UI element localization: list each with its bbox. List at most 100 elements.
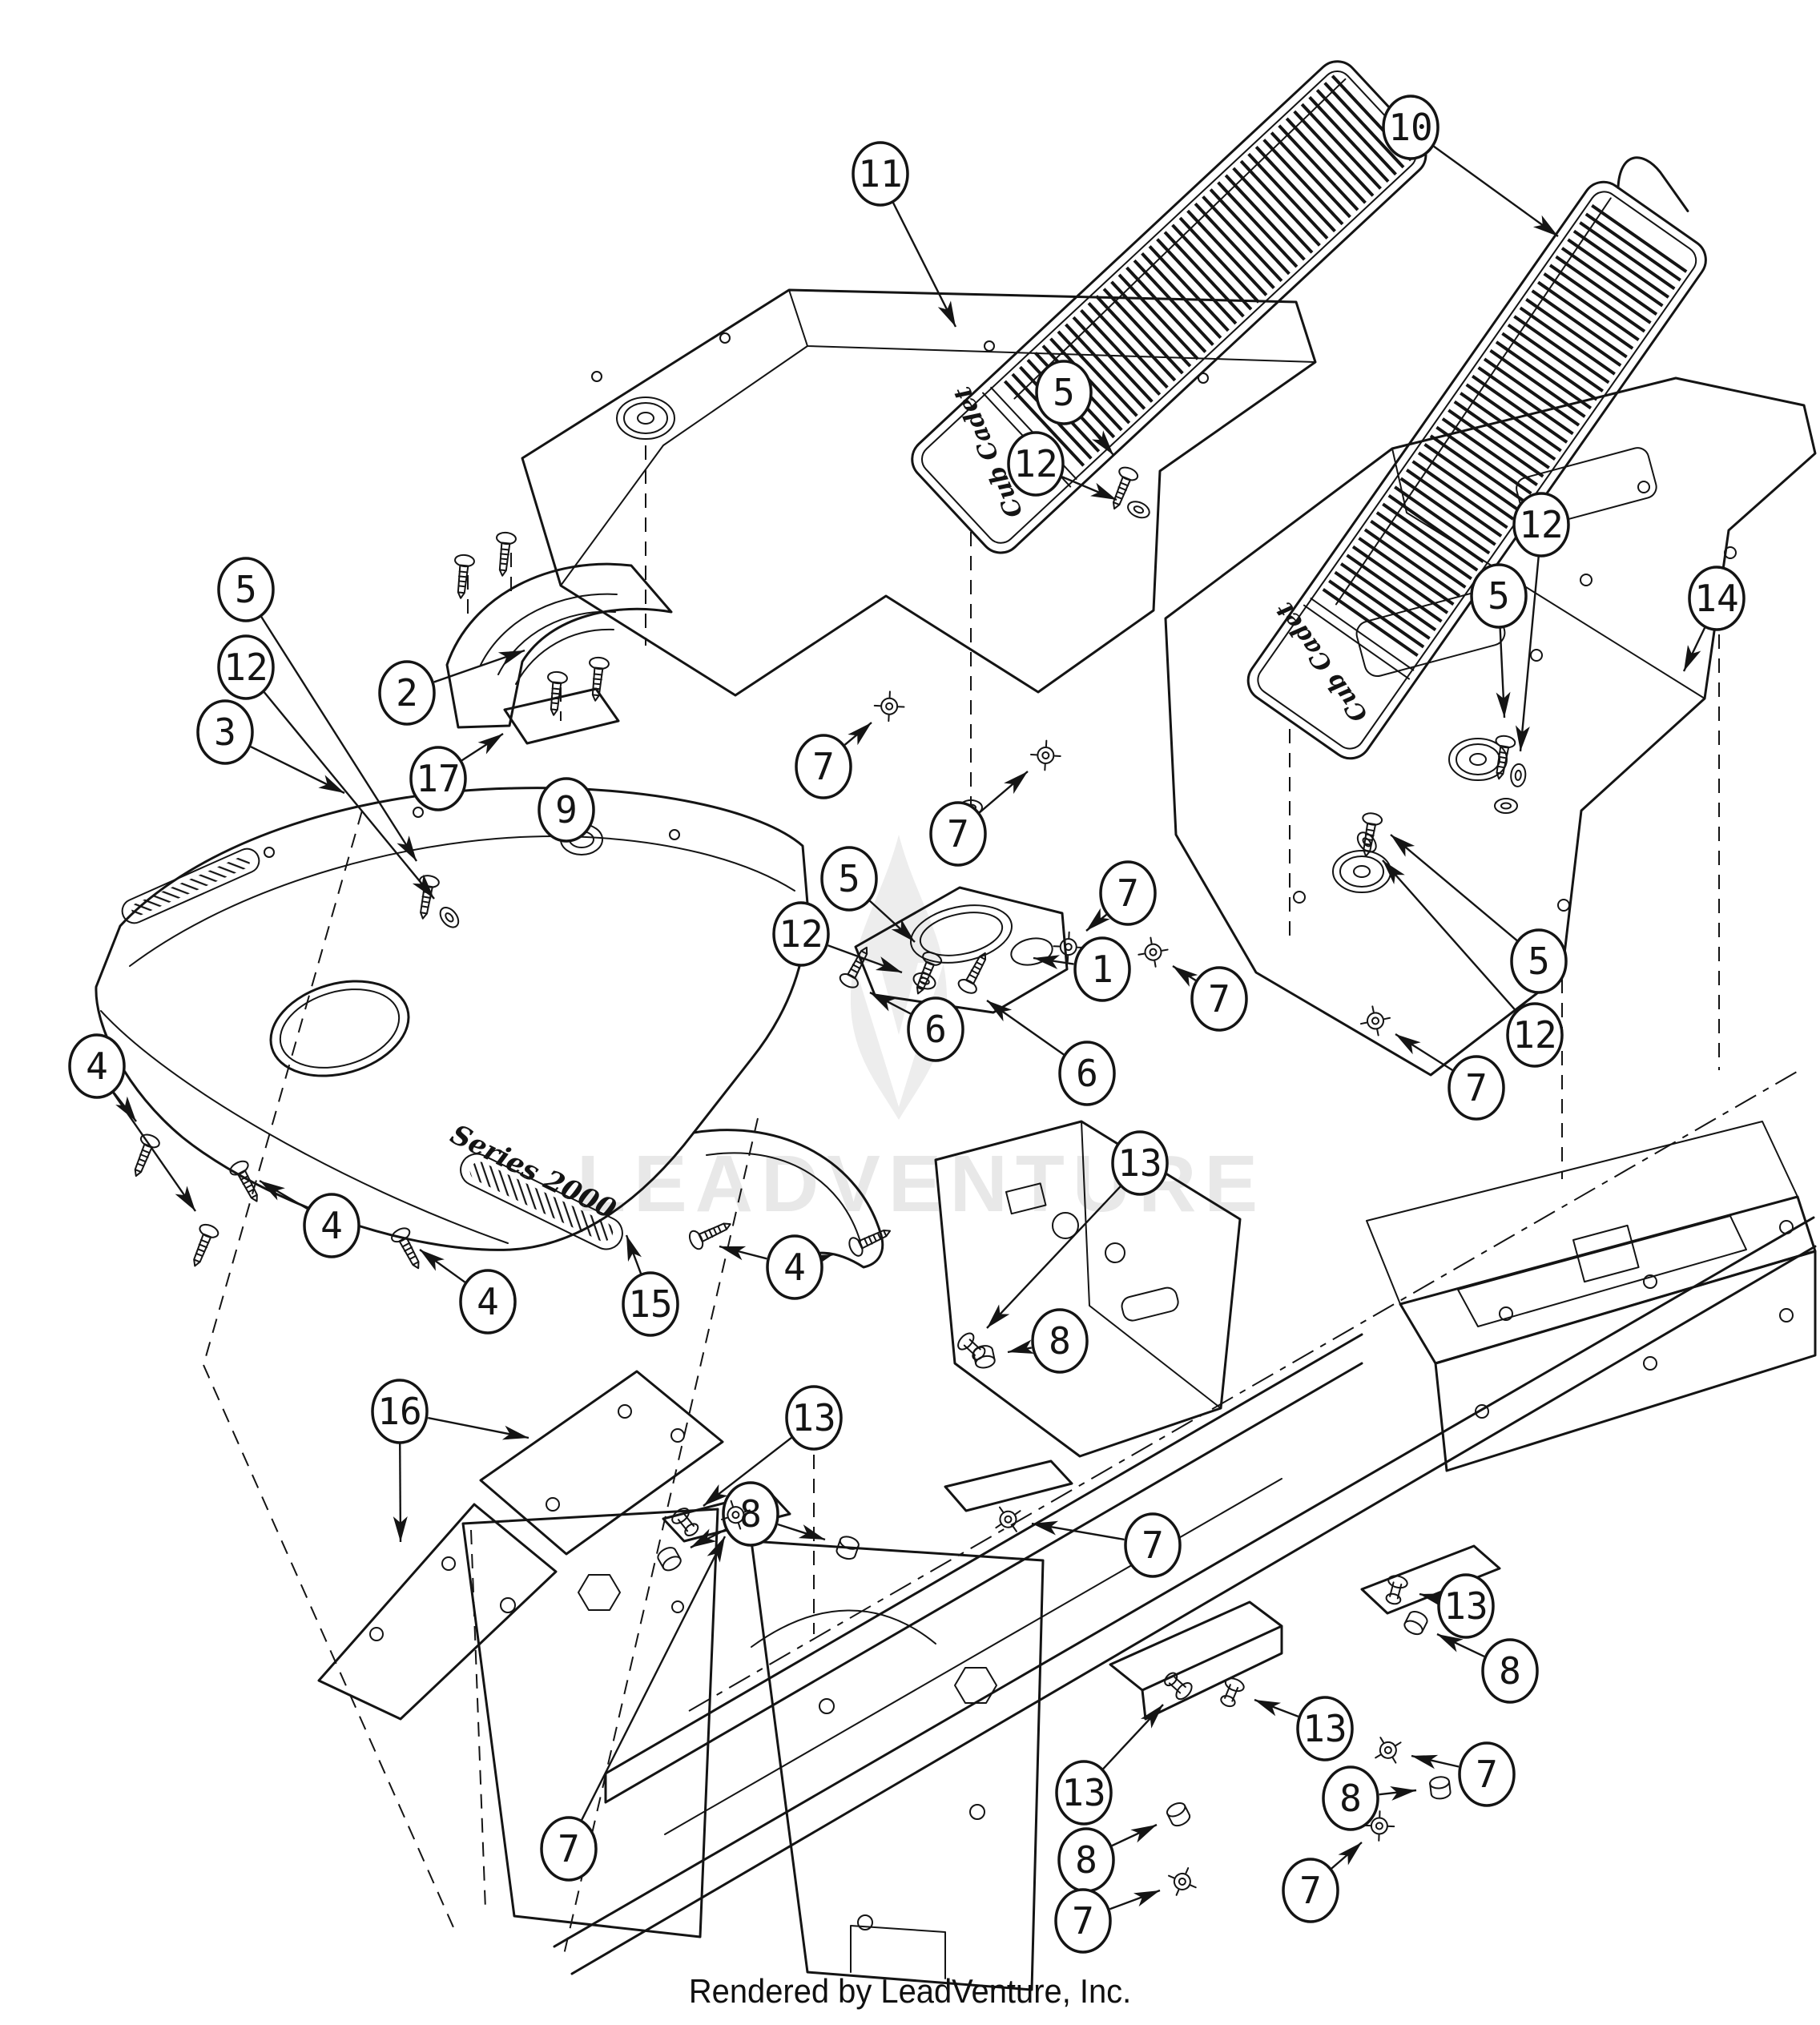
callout-number: 14 bbox=[1694, 577, 1738, 620]
leader-arrowhead bbox=[1338, 1837, 1367, 1866]
callout-balloon bbox=[217, 557, 275, 622]
callout-number: 8 bbox=[1049, 1319, 1071, 1363]
leader-arrowhead bbox=[175, 1186, 202, 1216]
callout-13: 13 bbox=[1382, 1572, 1495, 1639]
callout-7: 7 bbox=[929, 739, 1061, 867]
callout-4: 4 bbox=[686, 1214, 896, 1300]
callout-7: 7 bbox=[540, 1500, 751, 1882]
leader-arrowhead bbox=[1032, 951, 1061, 970]
callout-balloon bbox=[907, 996, 964, 1062]
leader-arrowhead bbox=[415, 1243, 445, 1271]
callout-number: 4 bbox=[783, 1246, 806, 1289]
callout-balloon bbox=[1506, 1002, 1564, 1068]
leader-line bbox=[986, 1186, 1121, 1329]
callout-balloon bbox=[820, 846, 878, 912]
callout-balloon bbox=[1124, 1512, 1182, 1578]
callout-7: 7 bbox=[1053, 860, 1157, 963]
flangenut-hardware-glyph bbox=[1428, 1775, 1452, 1801]
leader-arrowhead bbox=[397, 835, 423, 865]
bolt-hardware-glyph bbox=[954, 1330, 990, 1365]
callout-3: 3 bbox=[196, 699, 348, 800]
callout-number: 5 bbox=[1488, 574, 1510, 618]
callout-number: 8 bbox=[739, 1492, 762, 1536]
callout-number: 13 bbox=[1117, 1141, 1162, 1185]
callout-balloon bbox=[1296, 1696, 1354, 1761]
pushnut-hardware-glyph bbox=[1138, 936, 1169, 968]
leader-arrowhead bbox=[717, 1239, 747, 1261]
callout-number: 6 bbox=[924, 1008, 947, 1051]
callout-5: 5 bbox=[820, 846, 944, 998]
callout-number: 17 bbox=[416, 757, 460, 800]
callout-balloon bbox=[196, 699, 254, 765]
callout-number: 8 bbox=[1499, 1649, 1521, 1693]
callout-13: 13 bbox=[954, 1130, 1169, 1365]
leader-line bbox=[1433, 145, 1559, 237]
callout-number: 5 bbox=[1528, 940, 1550, 983]
hood-side-vent bbox=[121, 847, 260, 924]
callout-number: 7 bbox=[1299, 1869, 1322, 1912]
leader-arrowhead bbox=[798, 1524, 827, 1547]
callout-balloon bbox=[1481, 1638, 1539, 1704]
callout-balloon bbox=[1470, 563, 1528, 629]
callout-number: 7 bbox=[1208, 977, 1230, 1021]
callout-number: 13 bbox=[1444, 1584, 1488, 1628]
callout-balloon bbox=[1007, 431, 1065, 497]
callout-number: 13 bbox=[1303, 1707, 1347, 1750]
callout-number: 7 bbox=[1476, 1753, 1498, 1796]
callout-balloon bbox=[622, 1271, 679, 1337]
callout-number: 4 bbox=[86, 1045, 108, 1088]
callout-number: 9 bbox=[555, 788, 578, 831]
callout-number: 13 bbox=[791, 1396, 836, 1439]
callout-number: 6 bbox=[1076, 1052, 1098, 1095]
callout-2: 2 bbox=[378, 643, 528, 726]
callout-10: 10 bbox=[1382, 95, 1563, 243]
callout-number: 12 bbox=[779, 912, 823, 956]
callout-6: 6 bbox=[955, 948, 1116, 1106]
flangenut-hardware-glyph bbox=[1401, 1608, 1431, 1638]
callout-8: 8 bbox=[1322, 1765, 1452, 1831]
callout-balloon bbox=[1099, 860, 1157, 926]
callout-number: 5 bbox=[1053, 371, 1075, 414]
leader-line bbox=[1390, 834, 1518, 941]
callout-number: 7 bbox=[1142, 1524, 1164, 1567]
callout-balloon bbox=[1054, 1888, 1112, 1954]
callout-7: 7 bbox=[1375, 1737, 1516, 1807]
leader-arrowhead bbox=[1006, 1339, 1035, 1359]
leader-arrowhead bbox=[1409, 1749, 1439, 1769]
callout-number: 16 bbox=[377, 1390, 421, 1433]
callout-balloon bbox=[378, 660, 436, 726]
callout-1: 1 bbox=[1032, 936, 1131, 1002]
callout-balloon bbox=[1058, 1041, 1116, 1106]
callout-balloon bbox=[722, 1481, 779, 1547]
washer-hardware-glyph bbox=[436, 903, 463, 932]
leader-arrowhead bbox=[937, 300, 963, 330]
flangenut-hardware-glyph bbox=[654, 1544, 684, 1574]
leader-arrowhead bbox=[1532, 215, 1563, 243]
callout-16: 16 bbox=[371, 1379, 530, 1543]
callout-balloon bbox=[929, 801, 987, 867]
leader-arrowhead bbox=[1004, 766, 1033, 795]
pushnut-hardware-glyph bbox=[1375, 1737, 1402, 1764]
callout-balloon bbox=[371, 1379, 429, 1444]
callout-balloon bbox=[1322, 1765, 1379, 1831]
callout-number: 7 bbox=[558, 1827, 580, 1870]
footer-credit: Rendered by LeadVenture, Inc. bbox=[688, 1972, 1132, 2010]
drawing: Cub Cadet Cub Cadet bbox=[95, 60, 1817, 1991]
callout-7: 7 bbox=[795, 690, 905, 799]
frame-rear-box bbox=[1366, 1121, 1817, 1472]
leader-arrowhead bbox=[619, 1233, 642, 1262]
callout-balloon bbox=[409, 746, 467, 811]
callout-balloon bbox=[1437, 1573, 1495, 1639]
callout-9: 9 bbox=[538, 777, 595, 843]
leader-arrowhead bbox=[982, 994, 1013, 1022]
callout-balloon bbox=[772, 901, 830, 967]
callout-6: 6 bbox=[836, 942, 964, 1062]
heat-shield-plates bbox=[317, 1370, 724, 1721]
side-panel-right bbox=[750, 1540, 1045, 1991]
screw-hardware-glyph bbox=[955, 948, 995, 997]
callout-balloon bbox=[766, 1234, 823, 1300]
callout-number: 5 bbox=[838, 857, 860, 900]
callout-balloon bbox=[1111, 1130, 1169, 1196]
flangenut-hardware-glyph bbox=[1164, 1799, 1193, 1830]
callout-balloon bbox=[540, 1816, 598, 1882]
